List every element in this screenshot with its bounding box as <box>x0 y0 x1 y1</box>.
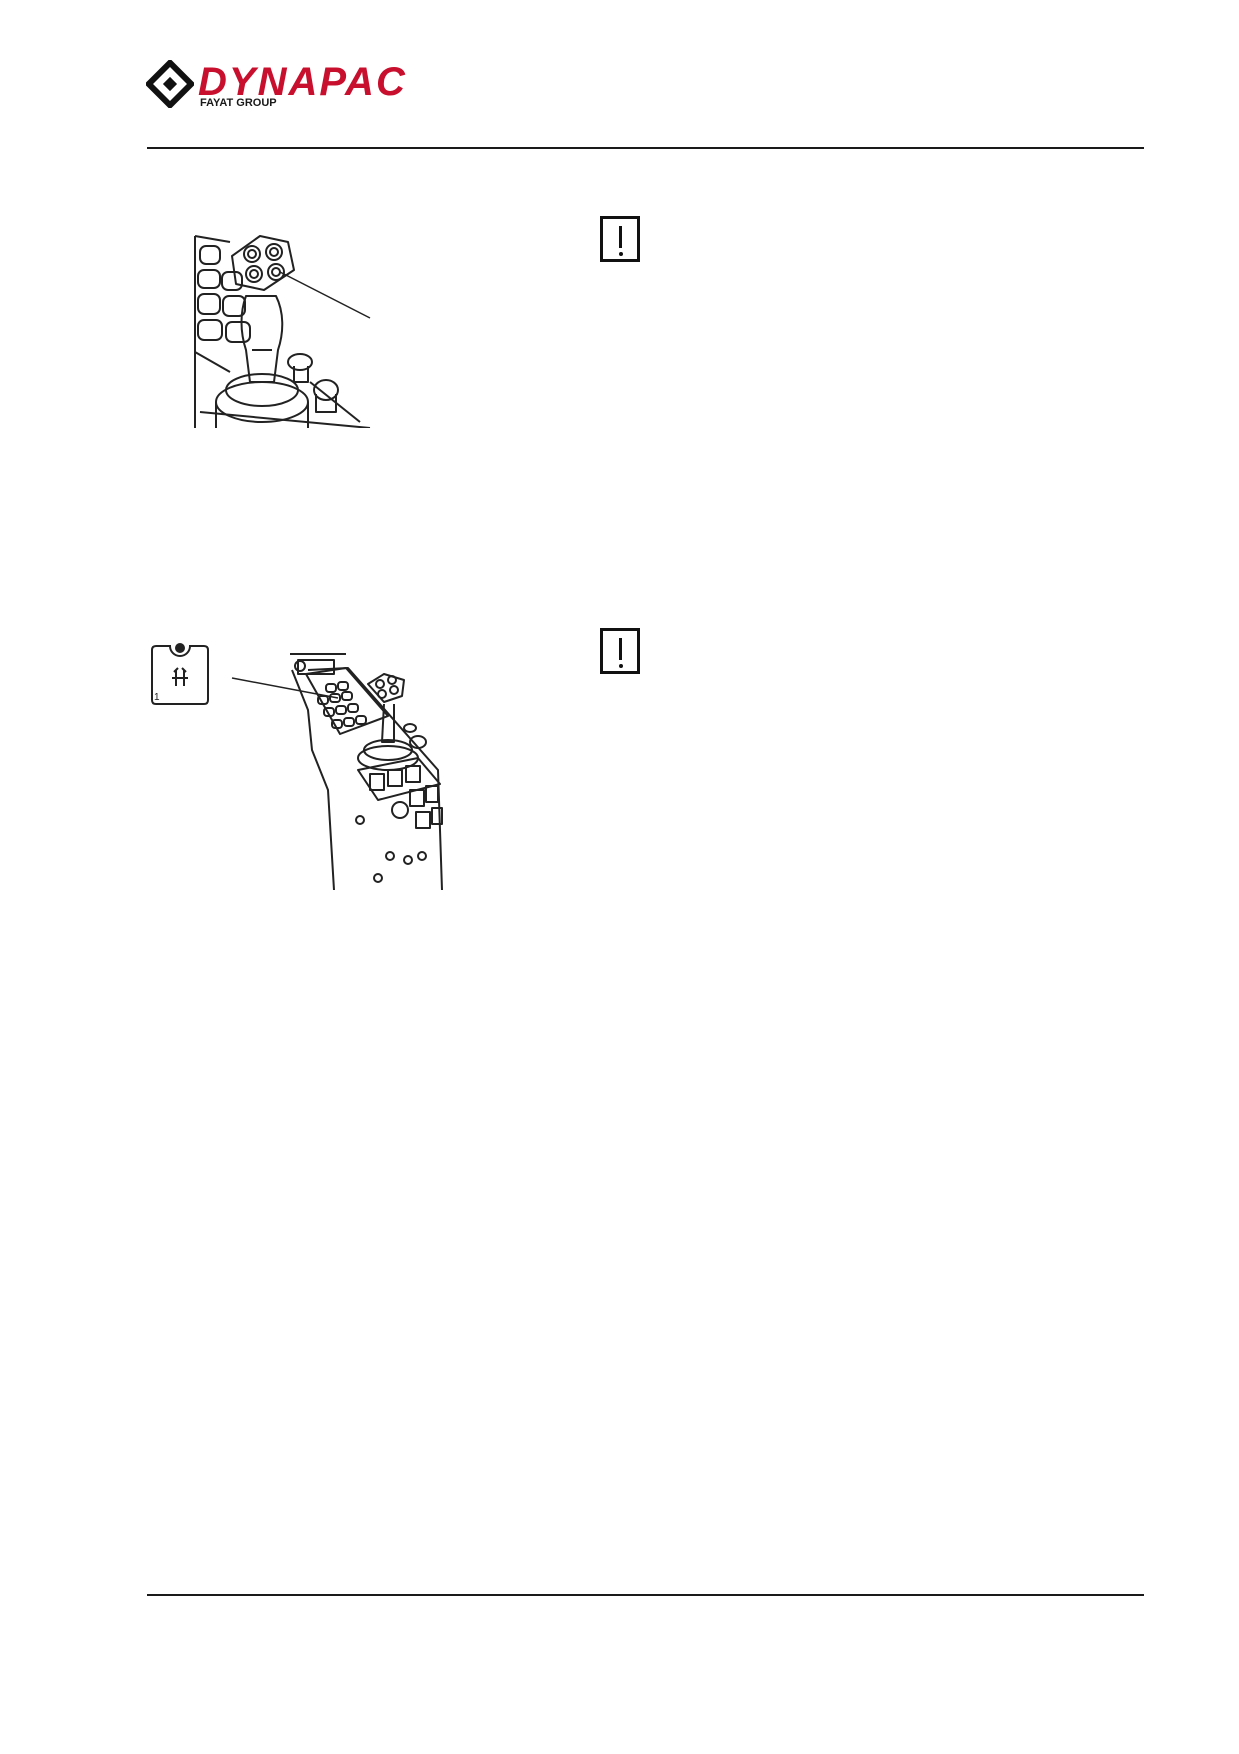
joystick-control-illustration <box>194 235 371 428</box>
warning-icon <box>600 216 640 262</box>
button-symbol-icon: 1 <box>151 643 209 705</box>
header-divider <box>147 147 1144 149</box>
logo-group-text: FAYAT GROUP <box>200 97 277 109</box>
warning-icon <box>600 628 640 674</box>
dynapac-mark-icon <box>146 60 194 108</box>
dynapac-logo: DYNAPAC FAYAT GROUP <box>146 56 526 112</box>
button-symbol-label: 1 <box>154 692 160 703</box>
operator-control-panel-illustration <box>231 653 443 890</box>
logo-brand-text: DYNAPAC <box>198 60 407 104</box>
footer-divider <box>147 1594 1144 1596</box>
